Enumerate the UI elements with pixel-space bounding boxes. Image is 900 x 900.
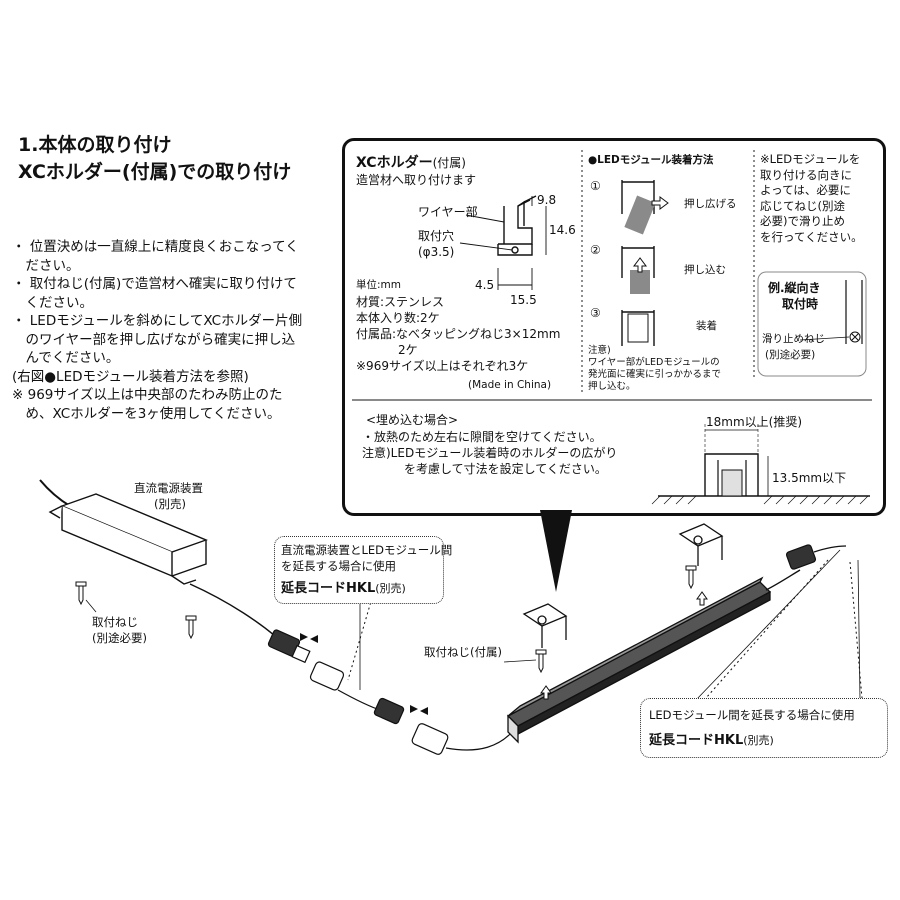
- xc-holder-title: XCホルダー: [356, 155, 433, 171]
- screw-label: 取付ねじ: [92, 615, 138, 629]
- callout1-product: 延長コードHKL: [281, 581, 376, 596]
- connector: [267, 629, 311, 664]
- mount-steps-drawing: [621, 180, 669, 346]
- callout1-line2: を延長する場合に使用: [281, 559, 396, 573]
- attach-screw-label: 取付ねじ(付属): [424, 645, 502, 659]
- note-line: (右図●LEDモジュール装着方法を参照): [12, 368, 249, 385]
- step1-number: ①: [590, 179, 601, 193]
- callout2-product-line: 延長コードHKL(別売): [649, 729, 774, 748]
- caution-line: 押し込む。: [588, 381, 636, 392]
- label-wire: ワイヤー部: [418, 205, 478, 219]
- side-note-line: 必要)で滑り止め: [760, 214, 845, 228]
- note-line: ください。: [12, 294, 93, 311]
- note-969: ※969サイズ以上はそれぞれ3ケ: [356, 359, 529, 373]
- note-line: のワイヤー部を押し広げながら確実に押し込: [12, 331, 296, 348]
- embed-heading: <埋め込む場合>: [366, 413, 459, 427]
- callout2-product: 延長コードHKL: [649, 733, 744, 748]
- caution-title: 注意): [588, 345, 611, 356]
- note-line: んでください。: [12, 350, 120, 366]
- callout1-line1: 直流電源装置とLEDモジュール間: [281, 543, 453, 557]
- example-title-2: 取付時: [782, 297, 819, 311]
- section-subtitle: XCホルダー(付属)での取り付け: [18, 161, 292, 183]
- dim-14-6: 14.6: [549, 223, 576, 237]
- embed-cross-section: [651, 424, 870, 505]
- step3-label: 装着: [696, 320, 717, 332]
- step3-number: ③: [590, 306, 601, 320]
- side-note-line: 取り付ける向きに: [760, 167, 852, 182]
- screw: [75, 565, 697, 674]
- side-note-line: よっては、必要に: [760, 183, 851, 197]
- step2-number: ②: [590, 243, 601, 257]
- made-in: (Made in China): [468, 379, 552, 391]
- screw-sub: (別途必要): [92, 631, 147, 645]
- side-note-line: 応じてねじ(別途: [760, 198, 845, 213]
- label-hole: 取付穴: [418, 229, 455, 243]
- quantity: 本体入り数:2ケ: [356, 311, 440, 325]
- accessory-qty: 2ケ: [398, 343, 418, 357]
- note-line: ※ 969サイズ以上は中央部のたわみ防止のた: [12, 387, 283, 403]
- note-line: ・ 位置決めは一直線上に精度良くおこなってく: [12, 239, 299, 255]
- xc-holder-subtitle: 造営材へ取り付けます: [356, 173, 477, 187]
- embed-dim-width: 18mm以上(推奨): [706, 415, 803, 429]
- extension-callout-1: 直流電源装置とLEDモジュール間 を延長する場合に使用 延長コードHKL(別売): [274, 536, 452, 604]
- caution-line: ワイヤー部がLEDモジュールの: [588, 357, 720, 368]
- xc-holder-heading: XCホルダー(付属): [356, 152, 466, 172]
- xc-holder-bracket: [522, 523, 724, 648]
- note-line: め、XCホルダーを3ヶ使用してください。: [12, 405, 281, 422]
- vertical-mount-example: [757, 271, 867, 377]
- dim-15-5: 15.5: [510, 293, 537, 307]
- embed-line3: を考慮して寸法を設定してください。: [404, 462, 607, 476]
- note-line: ださい。: [12, 257, 80, 274]
- material: 材質:ステンレス: [356, 295, 445, 309]
- connector-right: [785, 544, 847, 570]
- dim-4-5: 4.5: [475, 278, 495, 292]
- embed-line1: ・放熱のため左右に隙間を空けてください。: [362, 430, 602, 444]
- label-hole-dia: (φ3.5): [418, 245, 455, 259]
- led-module: [506, 576, 772, 744]
- extension-callout-2: LEDモジュール間を延長する場合に使用 延長コードHKL(別売): [640, 698, 888, 758]
- note-line: ・ 取付ねじ(付属)で造営材へ確実に取り付けて: [12, 276, 297, 292]
- callout1-product-line: 延長コードHKL(別売): [281, 577, 406, 596]
- mount-method-title: ●LEDモジュール装着方法: [588, 154, 714, 166]
- callout2-suffix: (別売): [743, 734, 774, 747]
- orientation-note: ※LEDモジュールを 取り付ける向きに よっては、必要に 応じてねじ(別途 必要…: [760, 152, 863, 245]
- power-supply-sub: (別売): [154, 497, 186, 511]
- example-title: 例.縦向き: [768, 281, 821, 295]
- embed-line2: 注意)LEDモジュール装着時のホルダーの広がり: [362, 446, 618, 460]
- power-supply-label: 直流電源装置: [134, 481, 203, 495]
- extension-cord: [309, 661, 405, 725]
- caution-line: 発光面に確実に引っかかるまで: [588, 369, 722, 380]
- accessory: 付属品:なべタッピングねじ3×12mm: [356, 327, 561, 341]
- callout1-suffix: (別売): [375, 582, 406, 595]
- side-note-line: ※LEDモジュールを: [760, 152, 861, 166]
- slip-screw-sub: (別途必要): [765, 349, 816, 361]
- step1-label: 押し広げる: [684, 198, 737, 210]
- mount-caution: 注意) ワイヤー部がLEDモジュールの 発光面に確実に引っかかるまで 押し込む。: [588, 345, 721, 393]
- power-supply: [48, 493, 208, 585]
- step2-label: 押し込む: [684, 264, 726, 276]
- note-line: ・ LEDモジュールを斜めにしてXCホルダー片側: [12, 313, 303, 329]
- dim-9-8: 9.8: [537, 193, 557, 207]
- unit-label: 単位:mm: [356, 279, 401, 291]
- slip-screw-label: 滑り止めねじ: [762, 333, 825, 345]
- callout2-line1: LEDモジュール間を延長する場合に使用: [649, 708, 855, 722]
- installation-notes: ・ 位置決めは一直線上に精度良くおこなってく ださい。 ・ 取付ねじ(付属)で造…: [12, 238, 302, 423]
- section-title: 1.本体の取り付け: [18, 134, 172, 156]
- side-note-line: を行ってください。: [760, 229, 863, 244]
- embed-dim-depth: 13.5mm以下: [772, 471, 847, 485]
- xc-holder-title-suffix: (付属): [432, 156, 466, 170]
